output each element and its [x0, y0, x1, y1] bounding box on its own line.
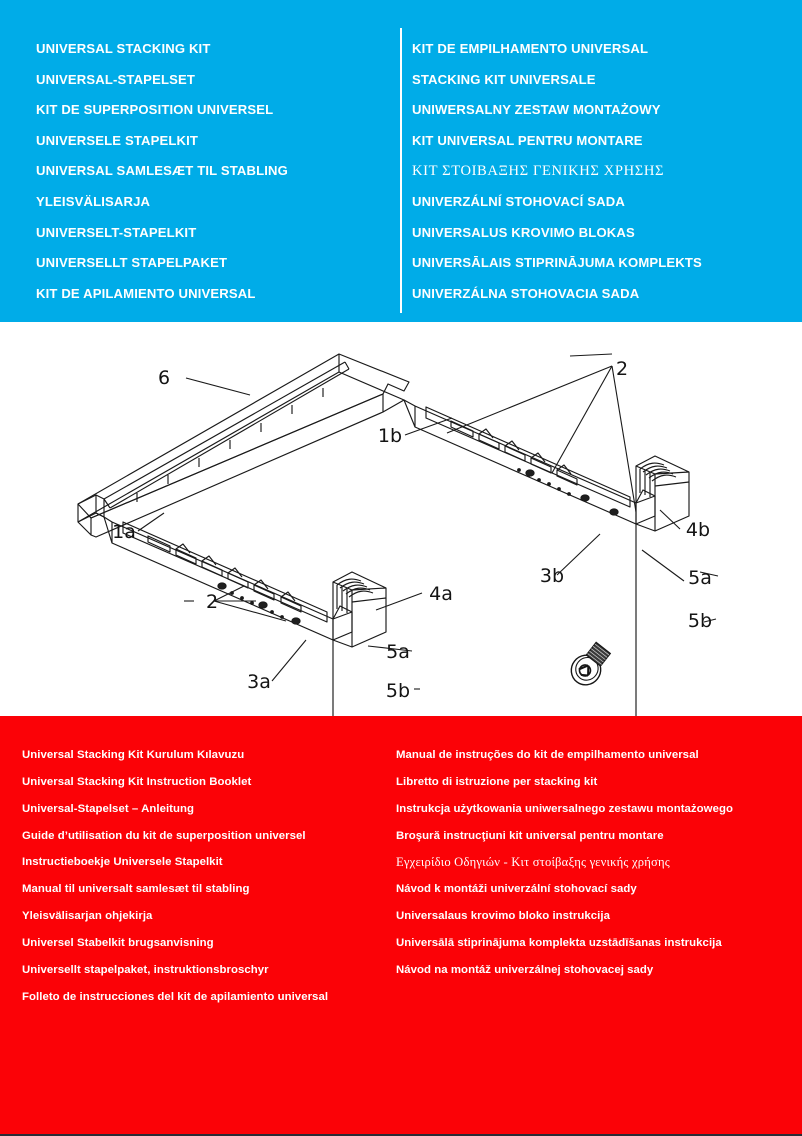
header-column-divider: [400, 28, 402, 313]
header-left-column: UNIVERSAL STACKING KIT UNIVERSAL-STAPELS…: [36, 34, 386, 309]
footer-title-line: Manual de instruções do kit de empilhame…: [396, 749, 699, 761]
footer-title-line: Instructieboekje Universele Stapelkit: [22, 856, 223, 869]
footer-title-line: Manual til universalt samlesæt til stabl…: [22, 883, 250, 896]
footer-title-line: Universālā stiprinājuma komplekta uzstād…: [396, 936, 722, 949]
header-title-line: STACKING KIT UNIVERSALE: [412, 71, 596, 87]
footer-title-line: Návod na montáž univerzálnej stohovacej …: [396, 963, 654, 976]
part-1a-left-side-rail: [103, 516, 353, 641]
callout-3b: 3b: [540, 565, 564, 587]
callout-1a: 1a: [112, 521, 136, 543]
callout-1b: 1b: [378, 425, 402, 447]
footer-title-line: Universellt stapelpaket, instruktionsbro…: [22, 963, 269, 976]
part-1b-right-side-rail: [403, 399, 656, 525]
footer-title-line: Universal-Stapelset – Anleitung: [22, 802, 195, 815]
footer-title-line: Universalaus krovimo bloko instrukcija: [396, 910, 610, 923]
footer-title-line: Libretto di istruzione per stacking kit: [396, 775, 598, 788]
header-title-line: UNIVERSELT-STAPELKIT: [36, 224, 197, 240]
footer-title-line: Instrukcja użytkowania uniwersalnego zes…: [396, 802, 733, 815]
header-title-line: UNIVERSELLT STAPELPAKET: [36, 255, 228, 271]
footer-right-column: Manual de instruções do kit de empilhame…: [396, 742, 796, 984]
assembly-illustration: 6 2 1b 1a 4b 3b 5a 5b 2 4a 5a 5b 3a: [77, 353, 719, 716]
footer-title-line-greek: Εγχειρίδιο Οδηγιών - Κιτ στοίβαξης γενικ…: [396, 855, 670, 870]
part-6-rear-cross-rail: [77, 353, 410, 538]
header-title-line: KIT DE EMPILHAMENTO UNIVERSAL: [412, 41, 649, 56]
footer-title-line: Universel Stabelkit brugsanvisning: [22, 936, 214, 949]
callout-2-top: 2: [616, 358, 628, 380]
header-title-line-greek: ΚΙΤ ΣΤΟΙΒΑΞΗΣ ΓΕΝΙΚΗΣ ΧΡΗΣΗΣ: [412, 163, 665, 180]
callout-4a: 4a: [429, 583, 453, 605]
callout-2-left: 2: [206, 591, 218, 613]
callout-6: 6: [158, 367, 170, 389]
header-title-line: UNIVERSĀLAIS STIPRINĀJUMA KOMPLEKTS: [412, 255, 702, 271]
footer-manual-title-band: Universal Stacking Kit Kurulum Kılavuzu …: [0, 716, 802, 1134]
header-title-line: UNIVERSAL SAMLESÆT TIL STABLING: [36, 163, 288, 179]
header-title-line: YLEISVÄLISARJA: [36, 193, 151, 209]
part-4b-right-cable-guide: [635, 455, 690, 532]
footer-left-column: Universal Stacking Kit Kurulum Kılavuzu …: [22, 742, 392, 1010]
header-title-line: UNIVERSALUS KROVIMO BLOKAS: [412, 224, 635, 240]
footer-title-line: Universal Stacking Kit Kurulum Kılavuzu: [22, 749, 245, 761]
header-title-line: KIT UNIVERSAL PENTRU MONTARE: [412, 132, 643, 148]
footer-title-line: Návod k montáži univerzální stohovací sa…: [396, 883, 637, 896]
footer-title-line: Universal Stacking Kit Instruction Bookl…: [22, 775, 252, 788]
header-title-line: UNIVERZÁLNÍ STOHOVACÍ SADA: [412, 193, 625, 209]
callout-5a-right: 5a: [688, 567, 712, 589]
footer-title-line: Yleisvälisarjan ohjekirja: [22, 910, 153, 923]
callout-5b-right: 5b: [688, 610, 712, 632]
callout-3a: 3a: [247, 671, 271, 693]
footer-title-line: Broşură instrucţiuni kit universal pentr…: [396, 829, 664, 842]
header-title-line: KIT DE APILAMIENTO UNIVERSAL: [36, 285, 256, 301]
callout-5a-mid: 5a: [386, 641, 410, 663]
footer-title-line: Folleto de instrucciones del kit de apil…: [22, 990, 329, 1003]
part-4a-left-cable-guide: [332, 571, 387, 648]
header-title-line: KIT DE SUPERPOSITION UNIVERSEL: [36, 102, 274, 118]
header-title-line: UNIVERSAL STACKING KIT: [36, 41, 211, 56]
part-3b-front-right-bracket: [635, 524, 637, 716]
callout-leader-lines: [137, 353, 719, 690]
header-title-band: UNIVERSAL STACKING KIT UNIVERSAL-STAPELS…: [0, 0, 802, 322]
header-right-column: KIT DE EMPILHAMENTO UNIVERSAL STACKING K…: [412, 34, 792, 309]
callout-4b: 4b: [686, 519, 710, 541]
footer-title-line: Guide d’utilisation du kit de superposit…: [22, 829, 306, 842]
callout-labels: 6 2 1b 1a 4b 3b 5a 5b 2 4a 5a 5b 3a: [112, 358, 712, 702]
header-title-line: UNIWERSALNY ZESTAW MONTAŻOWY: [412, 102, 661, 118]
exploded-assembly-diagram: 6 2 1b 1a 4b 3b 5a 5b 2 4a 5a 5b 3a: [0, 322, 802, 716]
part-3a-front-left-bracket: [332, 640, 334, 716]
callout-5b-mid: 5b: [386, 680, 410, 702]
header-title-line: UNIVERZÁLNA STOHOVACIA SADA: [412, 285, 640, 301]
part-2-machine-screw-top: [564, 638, 616, 692]
header-title-line: UNIVERSAL-STAPELSET: [36, 71, 196, 87]
header-title-line: UNIVERSELE STAPELKIT: [36, 132, 199, 148]
